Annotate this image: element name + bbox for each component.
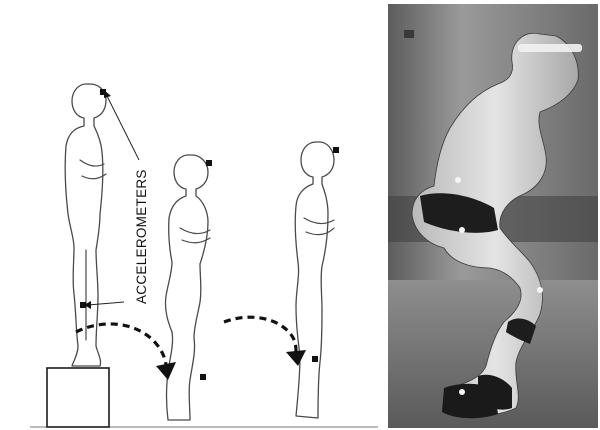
- drop-box: [47, 368, 109, 427]
- head-sensor-2: [206, 160, 212, 166]
- accelerometers-label: ACCELEROMETERS: [134, 169, 149, 304]
- head-sensor-3: [333, 147, 339, 153]
- jump-arrow: [224, 317, 296, 352]
- ankle-sensor-3: [312, 356, 318, 362]
- photo-panel: [388, 4, 598, 428]
- figure-landing: [165, 155, 212, 420]
- ankle-sensor-2: [200, 374, 206, 380]
- figure-takeoff: [295, 142, 339, 418]
